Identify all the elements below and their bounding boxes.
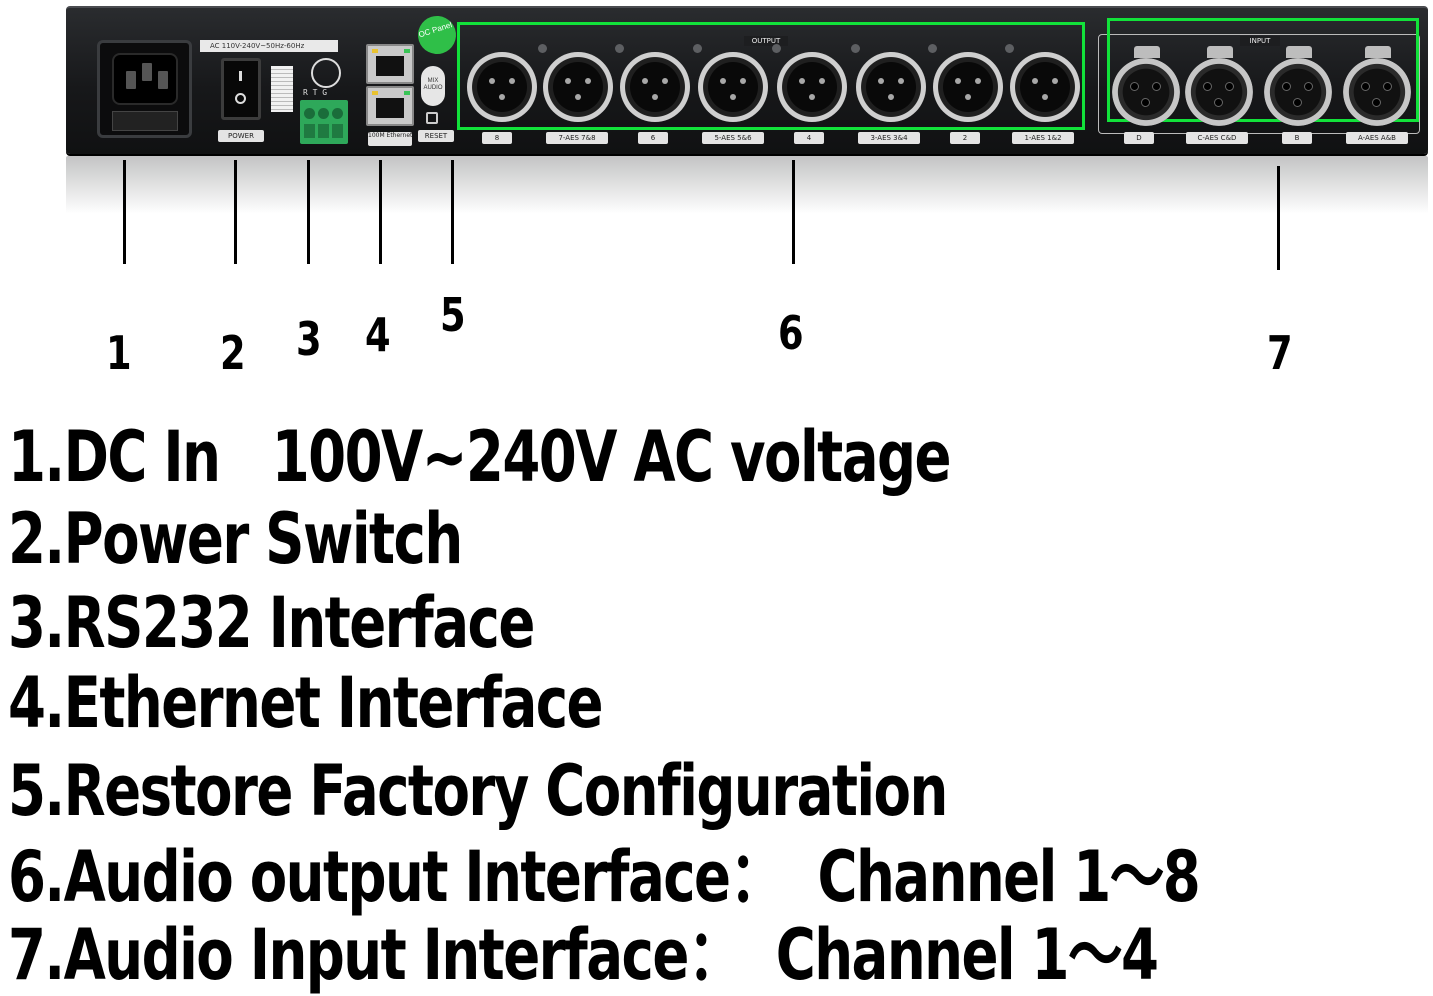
output-xlr-4[interactable] — [777, 52, 847, 122]
power-switch[interactable] — [221, 58, 261, 120]
callout-number-6: 6 — [778, 306, 804, 360]
legend-item-2: 2.Power Switch — [8, 498, 463, 580]
ethernet-port[interactable] — [366, 86, 414, 126]
output-tag: 4 — [794, 132, 824, 144]
panel-screw-icon — [615, 44, 624, 53]
panel-screw-icon — [772, 44, 781, 53]
legend-item-4: 4.Ethernet Interface — [8, 662, 604, 744]
callout-number-3: 3 — [296, 312, 322, 366]
panel-reflection — [66, 156, 1428, 214]
rs232-pin-labels: R T G — [303, 88, 328, 97]
output-tag: 8 — [482, 132, 512, 144]
terminal-pin — [304, 124, 315, 138]
input-highlight-box — [1107, 18, 1419, 122]
reset-button[interactable] — [426, 112, 438, 124]
barcode-sticker — [271, 66, 293, 112]
output-xlr-6[interactable] — [620, 52, 690, 122]
terminal-pin — [318, 124, 329, 138]
panel-screw-icon — [538, 44, 547, 53]
callout-number-2: 2 — [220, 326, 246, 380]
legend-item-1: 1.DC In 100V~240V AC voltage — [8, 416, 952, 498]
ac-power-inlet — [97, 40, 192, 138]
input-xlr-a[interactable] — [1343, 46, 1411, 126]
output-tag: 1-AES 1&2 — [1012, 132, 1074, 144]
leader-line-1 — [123, 160, 126, 264]
leader-line-4 — [379, 160, 382, 264]
output-tag: 7-AES 7&8 — [546, 132, 608, 144]
terminal-screw-icon — [304, 108, 315, 119]
legend-item-7: 7.Audio Input Interface： Channel 1～4 — [8, 914, 1159, 996]
input-group-label: INPUT — [1240, 36, 1280, 46]
leader-line-7 — [1277, 166, 1280, 270]
input-panel-outline — [1098, 34, 1420, 134]
inlet-pin — [126, 71, 136, 89]
input-xlr-b[interactable] — [1264, 46, 1332, 126]
reset-tag: RESET — [418, 130, 454, 142]
input-tag: D — [1124, 132, 1154, 144]
terminal-pin — [332, 124, 343, 138]
leader-line-2 — [234, 160, 237, 264]
output-xlr-8[interactable] — [467, 52, 537, 122]
leader-line-3 — [307, 160, 310, 264]
input-tag: A-AES A&B — [1346, 132, 1408, 144]
panel-screw-icon — [851, 44, 860, 53]
panel-screw-icon — [693, 44, 702, 53]
link-led-icon — [372, 49, 378, 53]
legend-item-5: 5.Restore Factory Configuration — [8, 750, 948, 832]
output-highlight-box — [457, 22, 1085, 130]
activity-led-icon — [404, 91, 410, 95]
legend-item-3: 3.RS232 Interface — [8, 582, 535, 664]
callout-number-7: 7 — [1267, 326, 1293, 380]
input-xlr-c[interactable] — [1185, 46, 1253, 126]
terminal-screw-icon — [332, 108, 343, 119]
output-tag: 2 — [950, 132, 980, 144]
output-xlr-3[interactable] — [856, 52, 926, 122]
callout-number-5: 5 — [440, 288, 466, 342]
output-tag: 6 — [638, 132, 668, 144]
power-tag: POWER — [218, 130, 264, 142]
ethernet-jack — [376, 98, 404, 118]
inlet-socket — [112, 53, 178, 105]
ethernet-jack — [376, 56, 404, 76]
terminal-screw-icon — [318, 108, 329, 119]
leader-line-6 — [792, 160, 795, 264]
output-xlr-7[interactable] — [543, 52, 613, 122]
callout-number-1: 1 — [106, 326, 132, 380]
inlet-pin — [158, 71, 168, 89]
output-group-label: OUTPUT — [744, 36, 788, 46]
legend-item-6: 6.Audio output Interface： Channel 1～8 — [8, 836, 1201, 918]
power-off-mark-icon — [235, 93, 246, 104]
output-tag: 5-AES 5&6 — [702, 132, 764, 144]
inlet-pin — [142, 63, 152, 81]
panel-screw-icon — [1005, 44, 1014, 53]
input-tag: C-AES C&D — [1186, 132, 1248, 144]
input-tag: B — [1282, 132, 1312, 144]
callout-number-4: 4 — [365, 308, 391, 362]
panel-screw-icon — [928, 44, 937, 53]
leader-line-5 — [451, 160, 454, 264]
rs232-terminal[interactable] — [300, 100, 348, 144]
certification-logo-icon — [311, 58, 341, 88]
activity-led-icon — [404, 49, 410, 53]
fuse-holder — [112, 111, 178, 131]
mix-audio-badge: MIX AUDIO — [421, 66, 445, 106]
ethernet-tag: 100M Ethernet — [368, 132, 412, 146]
output-xlr-5[interactable] — [698, 52, 768, 122]
input-xlr-d[interactable] — [1112, 46, 1180, 126]
output-xlr-2[interactable] — [933, 52, 1003, 122]
output-tag: 3-AES 3&4 — [858, 132, 920, 144]
ac-rating-label: AC 110V-240V~50Hz-60Hz — [200, 40, 338, 52]
ethernet-port[interactable] — [366, 44, 414, 84]
output-xlr-1[interactable] — [1010, 52, 1080, 122]
power-on-mark-icon — [239, 71, 242, 81]
link-led-icon — [372, 91, 378, 95]
